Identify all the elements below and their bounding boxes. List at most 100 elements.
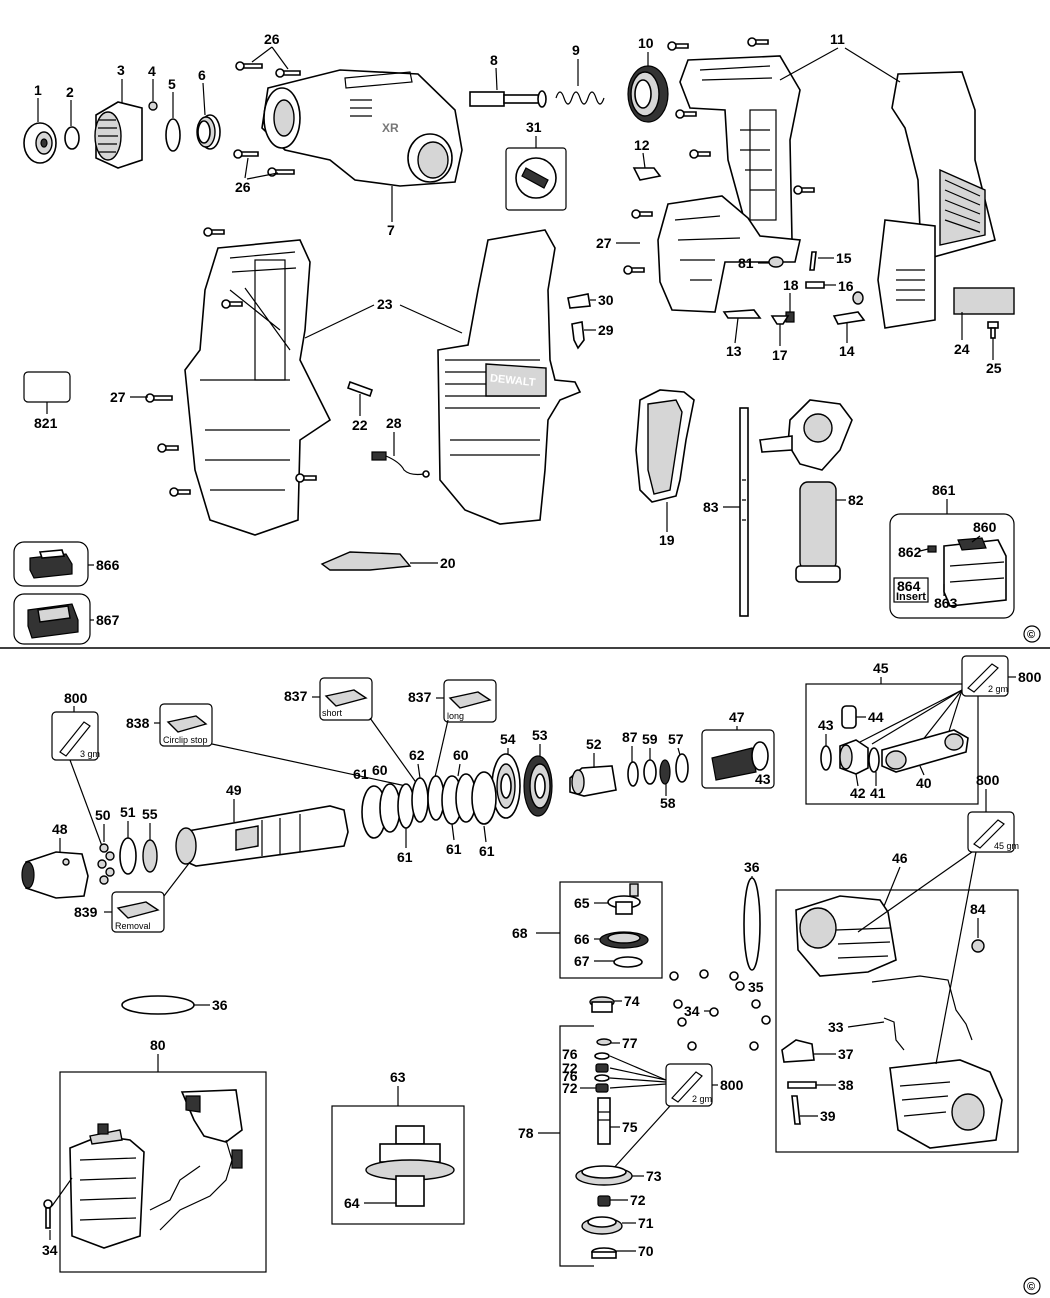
callout-label: 867 [96, 612, 120, 628]
callout-label: 84 [970, 901, 986, 917]
insert-note: Insert [896, 591, 926, 603]
part-47-seal-assembly [701, 729, 775, 789]
callout-label: 34 [42, 1242, 58, 1258]
callout-label: 800 [976, 772, 1000, 788]
part-37-cover [781, 1039, 815, 1063]
assembly-45-frame [805, 683, 979, 805]
callout-label: 25 [986, 360, 1002, 376]
callout-label: 20 [440, 555, 456, 571]
part-76-washer-2 [594, 1074, 610, 1082]
part-52-piston [569, 765, 617, 797]
part-74-bushing [589, 996, 615, 1013]
part-27-gear-case [657, 195, 801, 313]
part-30-bracket [567, 293, 591, 309]
part-80-switch [149, 1089, 243, 1231]
callout-label: 800 [64, 690, 88, 706]
tool-838-circlip-stop: Circlip stop [159, 703, 213, 747]
part-33-wire-harness [871, 975, 973, 1051]
callout-label: 800 [720, 1077, 744, 1093]
callout-label: 87 [622, 729, 638, 745]
callout-label: 30 [598, 292, 614, 308]
callout-label: 66 [574, 931, 590, 947]
part-3-chuck-sleeve [94, 101, 143, 169]
xr-badge: XR [382, 121, 399, 135]
callout-label: 38 [838, 1077, 854, 1093]
callout-label: 40 [916, 775, 932, 791]
part-80-motor [69, 1123, 145, 1249]
callout-label: 13 [726, 343, 742, 359]
part-72-bearing [595, 1063, 609, 1073]
callout-label: 71 [638, 1215, 654, 1231]
grease-note: 3 gm [80, 749, 100, 759]
copyright-mark-bottom: © [1027, 1281, 1035, 1293]
part-4-ball [148, 101, 158, 111]
callout-label: 55 [142, 806, 158, 822]
callout-label: 47 [729, 709, 745, 725]
copyright-mark: © [1027, 629, 1035, 641]
part-82-side-handle [759, 399, 853, 583]
callout-label: 19 [659, 532, 675, 548]
gearbox-screws [669, 969, 771, 1051]
part-77-clip [596, 1038, 612, 1046]
callout-label: 27 [596, 235, 612, 251]
part-50-balls [97, 843, 115, 885]
callout-label: 65 [574, 895, 590, 911]
callout-label: 52 [586, 736, 602, 752]
callout-label: 838 [126, 715, 150, 731]
callout-label: 33 [828, 1019, 844, 1035]
callout-label: 78 [518, 1125, 534, 1141]
callout-label: 61 [446, 841, 462, 857]
part-65-gear [607, 883, 641, 915]
callout-label: 16 [838, 278, 854, 294]
part-6-spring-sleeve [196, 114, 221, 150]
callout-label: 29 [598, 322, 614, 338]
callout-label: 58 [660, 795, 676, 811]
part-49-barrel [175, 805, 349, 867]
callout-label: 59 [642, 731, 658, 747]
tool-837-short: short [319, 677, 373, 721]
part-860-case [943, 537, 1007, 607]
assembly-78-bracket [559, 1025, 594, 1267]
part-39-pin [791, 1095, 801, 1125]
assembly-80-frame [59, 1071, 267, 1273]
removal-note: Removal [115, 921, 151, 931]
tool-837-long: long [443, 679, 497, 723]
callout-label: 45 [873, 660, 889, 676]
callout-label: 82 [848, 492, 864, 508]
callout-label: 9 [572, 42, 580, 58]
callout-label: 46 [892, 850, 908, 866]
part-15-clip [809, 251, 817, 271]
callout-label: 821 [34, 415, 58, 431]
callout-label: 63 [390, 1069, 406, 1085]
callout-label: 3 [117, 62, 125, 78]
part-58-ring [659, 759, 671, 785]
part-13-slider [722, 309, 762, 319]
callout-label: 6 [198, 67, 206, 83]
part-67-ring [613, 956, 643, 968]
part-10-seal [627, 65, 669, 123]
callout-label: 62 [409, 747, 425, 763]
part-7-front-housing: XR [261, 69, 463, 187]
grease-note: 2 gm [692, 1094, 712, 1104]
callout-label: 75 [622, 1119, 638, 1135]
callout-label: 76 [562, 1068, 578, 1084]
callout-label: 11 [830, 31, 845, 47]
part-48-tool-holder [21, 851, 89, 899]
callout-label: 41 [870, 785, 886, 801]
callout-label: 5 [168, 76, 176, 92]
callout-label: 68 [512, 925, 528, 941]
part-73-gear [575, 1165, 633, 1186]
callout-label: 863 [934, 595, 958, 611]
part-24-battery-cover [877, 219, 1015, 329]
callout-label: 80 [150, 1037, 166, 1053]
callout-label: 4 [148, 63, 156, 79]
grease-box-3gm: 3 gm [51, 711, 100, 761]
part-46-gear-housing-bottom [889, 1059, 1003, 1149]
part-43-oring [820, 745, 832, 771]
callout-label: 837 [284, 688, 308, 704]
assembly-46-frame [775, 889, 1019, 1153]
part-821-label-box [23, 371, 71, 403]
callout-label: 866 [96, 557, 120, 573]
part-12-lever [632, 167, 662, 181]
